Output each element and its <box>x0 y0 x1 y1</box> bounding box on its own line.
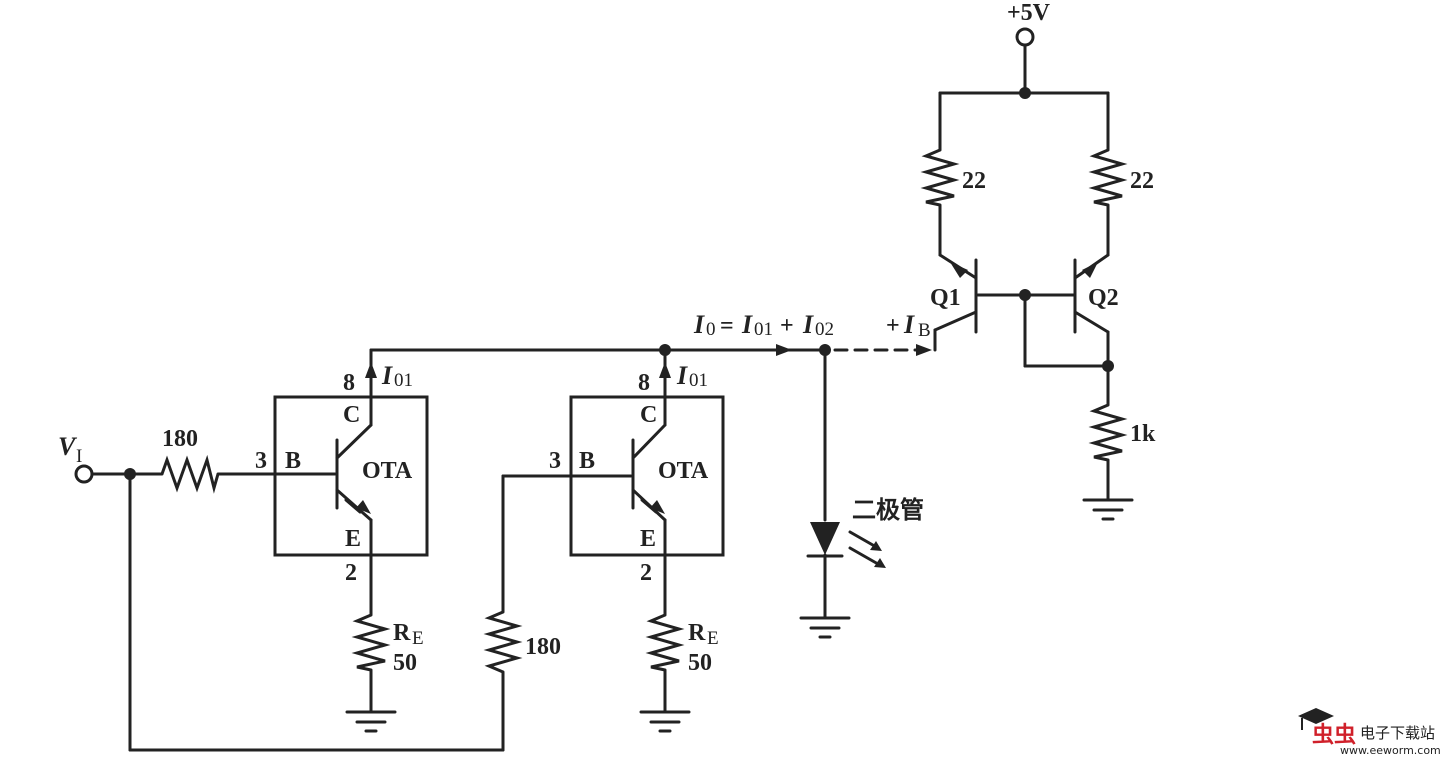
ib-plus: + <box>886 313 900 339</box>
supply-terminal <box>1015 27 1035 47</box>
re-left-value: 50 <box>393 650 417 676</box>
led-diode <box>806 522 886 568</box>
ota-right-b: B <box>579 448 595 474</box>
watermark-site-name: 电子下载站 <box>1360 724 1435 742</box>
input-label: V <box>58 432 78 461</box>
current-arrow-base <box>916 344 932 356</box>
supply-label: +5V <box>1007 0 1051 26</box>
ota-left-e: E <box>345 526 361 552</box>
input-label-sub: I <box>76 446 82 467</box>
watermark-url: www.eeworm.com <box>1340 744 1441 757</box>
eq-i0-sub: 0 <box>706 319 716 340</box>
eq-equals: = <box>720 313 734 339</box>
ib-label: I <box>903 310 915 339</box>
resistor-input-value: 180 <box>162 426 198 452</box>
watermark-brand: 虫虫 <box>1312 722 1356 748</box>
ota-right-e: E <box>640 526 656 552</box>
resistor-1k <box>1088 403 1128 462</box>
resistor-re-left <box>351 613 391 672</box>
re-right-label: R <box>688 620 706 646</box>
resistor-feedback-value: 180 <box>525 634 561 660</box>
resistor-22-right <box>1088 148 1128 207</box>
eq-i01-sub: 01 <box>754 319 773 340</box>
watermark: 虫虫 电子下载站 www.eeworm.com <box>1298 708 1441 757</box>
ota-left-current-sub: 01 <box>394 370 413 391</box>
re-right-value: 50 <box>688 650 712 676</box>
resistor-re-right <box>645 613 685 672</box>
graduation-cap-icon <box>1298 708 1334 724</box>
ota-right-current: I <box>676 361 688 390</box>
ota-left-pin8: 8 <box>343 370 355 396</box>
q1-label: Q1 <box>930 285 961 311</box>
eq-i02: I <box>802 310 814 339</box>
ota-left-c: C <box>343 402 360 428</box>
ota-left-pin2: 2 <box>345 560 357 586</box>
ota-right <box>569 395 725 557</box>
diode-label: 二极管 <box>852 496 924 524</box>
ota-left-b: B <box>285 448 301 474</box>
ota-right-current-sub: 01 <box>689 370 708 391</box>
re-left-label: R <box>393 620 411 646</box>
ota-right-pin3: 3 <box>549 448 561 474</box>
ground-symbols <box>345 498 1134 733</box>
eq-i0: I <box>693 310 705 339</box>
ota-left-name: OTA <box>362 458 413 484</box>
resistor-22-right-value: 22 <box>1130 168 1154 194</box>
ib-sub: B <box>918 320 931 341</box>
current-arrow-left <box>365 362 377 378</box>
ota-right-c: C <box>640 402 657 428</box>
eq-plus: + <box>780 313 794 339</box>
resistor-input <box>160 454 220 494</box>
input-terminal <box>74 464 94 484</box>
ota-right-pin2: 2 <box>640 560 652 586</box>
ota-left <box>273 395 429 557</box>
ota-left-pin3: 3 <box>255 448 267 474</box>
resistor-1k-value: 1k <box>1130 421 1156 447</box>
current-arrow-bus <box>776 344 792 356</box>
eq-i01: I <box>741 310 753 339</box>
resistor-22-left-value: 22 <box>962 168 986 194</box>
current-equation: I 0 = I 01 + I 02 <box>693 310 834 340</box>
current-arrow-right <box>659 362 671 378</box>
eq-i02-sub: 02 <box>815 319 834 340</box>
re-right-sub: E <box>707 628 719 649</box>
transistor-q2 <box>1073 253 1110 334</box>
ota-right-name: OTA <box>658 458 709 484</box>
transistor-q1 <box>933 253 978 334</box>
ota-left-current: I <box>381 361 393 390</box>
resistor-feedback <box>483 610 523 674</box>
resistor-22-left <box>920 148 960 207</box>
q2-label: Q2 <box>1088 285 1119 311</box>
re-left-sub: E <box>412 628 424 649</box>
ota-right-pin8: 8 <box>638 370 650 396</box>
junctions <box>124 87 1114 480</box>
